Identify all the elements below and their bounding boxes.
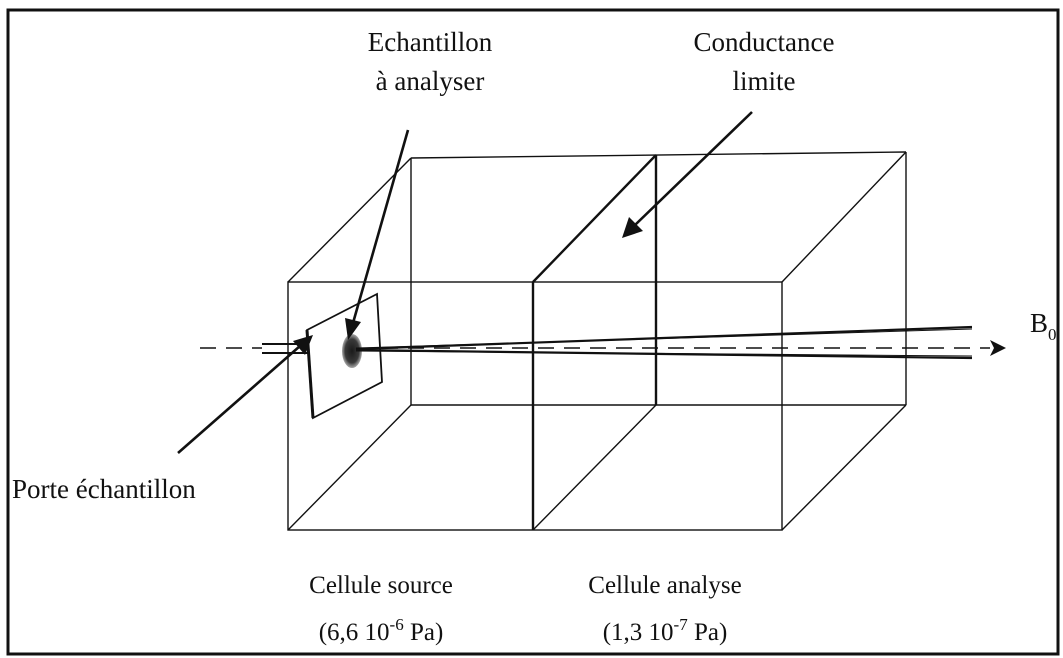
label-conductance-line2: limite: [733, 66, 796, 96]
arrow-porte: [177, 335, 313, 454]
source-pressure-close: Pa): [404, 619, 444, 646]
label-analyse-pressure: (1,3 10-7 Pa): [603, 615, 728, 646]
box-edge-bottom-right-depth: [781, 404, 907, 531]
source-pressure-open: (6,6 10: [319, 619, 390, 646]
box-edge-top-right-depth: [781, 151, 907, 283]
label-b0: B0: [1030, 308, 1057, 344]
label-echantillon-line1: Echantillon: [368, 27, 493, 57]
source-pressure-exponent: -6: [390, 615, 404, 634]
label-porte-echantillon: Porte échantillon: [12, 474, 196, 504]
chamber-box: [287, 151, 907, 531]
partition-bottom: [532, 404, 657, 531]
partition-top: [532, 154, 657, 283]
magnetic-field-axis: [200, 340, 1006, 356]
box-edge-back-top: [410, 151, 907, 159]
box-front-face: [287, 281, 783, 531]
label-cellule-analyse: Cellule analyse: [588, 572, 741, 599]
ion-beam: [355, 325, 973, 360]
label-cellule-source: Cellule source: [309, 572, 453, 599]
analyse-pressure-open: (1,3 10: [603, 619, 674, 646]
analyse-pressure-close: Pa): [688, 619, 728, 646]
label-conductance-line1: Conductance: [694, 27, 835, 57]
analyse-pressure-exponent: -7: [674, 615, 689, 634]
label-source-pressure: (6,6 10-6 Pa): [319, 615, 444, 646]
label-b0-subscript: 0: [1048, 325, 1057, 344]
axis-arrowhead: [990, 340, 1006, 356]
sample-spot: [342, 334, 362, 368]
box-edge-hidden-depth: [287, 404, 412, 531]
arrow-echantillon: [345, 129, 410, 340]
label-b0-main: B: [1030, 308, 1048, 338]
arrow-conductance: [622, 111, 753, 238]
label-echantillon-line2: à analyser: [376, 66, 485, 96]
outer-frame: [6, 8, 1060, 656]
box-edge-top-left-depth: [287, 157, 412, 283]
